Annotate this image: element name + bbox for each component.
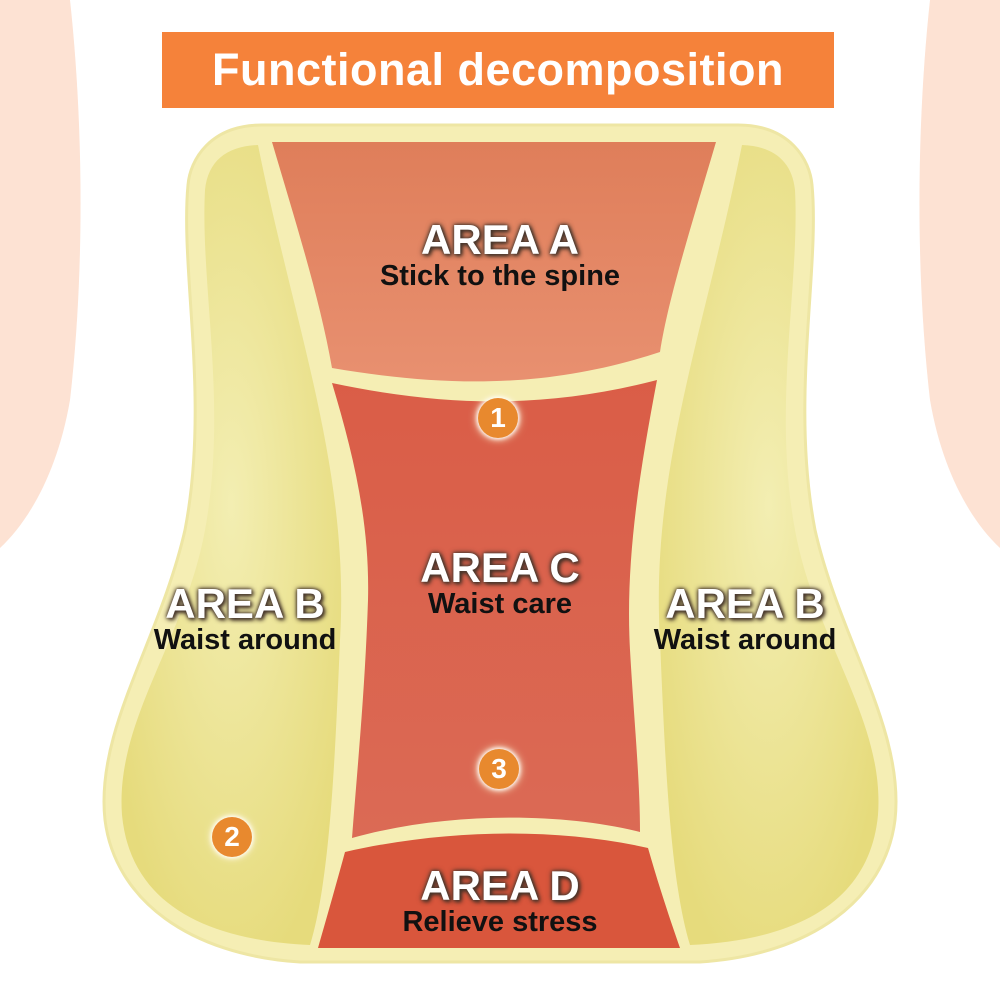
area-b-right-shape: [658, 145, 879, 945]
area-c-name: AREA C: [420, 544, 580, 591]
area-a-shape: [272, 142, 716, 382]
area-b-right-label: AREA B Waist around: [620, 580, 870, 657]
area-d-name: AREA D: [420, 862, 580, 909]
area-c-shape: [332, 380, 657, 838]
body-silhouette-right: [919, 0, 1000, 548]
title-banner: Functional decomposition: [162, 32, 834, 108]
area-b-right-description: Waist around: [653, 624, 837, 656]
area-a-description: Stick to the spine: [379, 260, 621, 292]
area-d-description: Relieve stress: [402, 906, 598, 938]
body-silhouette-left: [0, 0, 81, 548]
area-b-right-name: AREA B: [665, 580, 825, 627]
title-banner-bg: [162, 32, 834, 108]
area-b-left-label: AREA B Waist around: [120, 580, 370, 657]
page-title: Functional decomposition: [212, 44, 784, 95]
area-b-left-description: Waist around: [153, 624, 337, 656]
marker-badge-1: 1: [478, 398, 518, 438]
area-b-left-shape: [121, 145, 342, 945]
area-a-name: AREA A: [421, 216, 579, 263]
area-a-label: AREA A Stick to the spine: [300, 216, 700, 293]
area-b-left-name: AREA B: [165, 580, 325, 627]
area-d-shape: [318, 833, 680, 948]
area-d-label: AREA D Relieve stress: [300, 862, 700, 939]
marker-badge-3: 3: [479, 749, 519, 789]
area-c-description: Waist care: [428, 588, 572, 620]
marker-badge-2: 2: [212, 817, 252, 857]
area-c-label: AREA C Waist care: [300, 544, 700, 621]
